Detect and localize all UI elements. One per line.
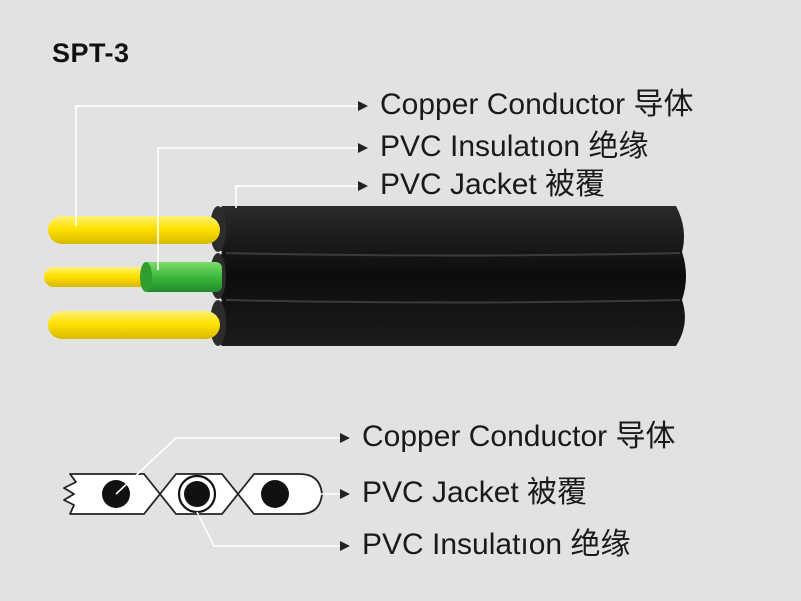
label-copper-conductor-top: Copper Conductor 导体 bbox=[380, 88, 694, 121]
arrow-icon bbox=[358, 143, 368, 153]
conductor-middle bbox=[44, 267, 154, 287]
leader-jacket bbox=[235, 185, 358, 208]
cable-cross-section bbox=[63, 433, 350, 551]
label-pvc-jacket-bottom: PVC Jacket 被覆 bbox=[362, 476, 588, 509]
jacket-body bbox=[213, 206, 686, 346]
arrow-icon bbox=[358, 181, 368, 191]
insulation-end bbox=[140, 262, 152, 292]
insulation-middle bbox=[142, 262, 222, 292]
conductor-bottom bbox=[48, 311, 220, 339]
label-copper-conductor-bottom: Copper Conductor 导体 bbox=[362, 420, 676, 453]
arrow-icon bbox=[340, 541, 350, 551]
conductor-top bbox=[48, 216, 220, 244]
arrow-icon bbox=[358, 101, 368, 111]
conductor-center bbox=[184, 481, 210, 507]
label-pvc-insulation-bottom: PVC Insulatıon 绝缘 bbox=[362, 528, 631, 561]
jacket-groove-1 bbox=[225, 252, 681, 257]
diagram-title: SPT-3 bbox=[52, 38, 130, 68]
leader-insulation-bottom bbox=[196, 511, 340, 547]
label-pvc-jacket-top: PVC Jacket 被覆 bbox=[380, 168, 606, 201]
cable-side-view bbox=[44, 101, 686, 346]
conductor-right bbox=[261, 480, 289, 508]
leader-conductor bbox=[75, 105, 358, 226]
jacket-groove-2 bbox=[225, 299, 681, 304]
arrow-icon bbox=[340, 489, 350, 499]
arrow-icon bbox=[340, 433, 350, 443]
leader-conductor-bottom bbox=[115, 437, 340, 495]
leader-insulation bbox=[157, 147, 358, 270]
label-pvc-insulation-top: PVC Insulatıon 绝缘 bbox=[380, 130, 649, 163]
